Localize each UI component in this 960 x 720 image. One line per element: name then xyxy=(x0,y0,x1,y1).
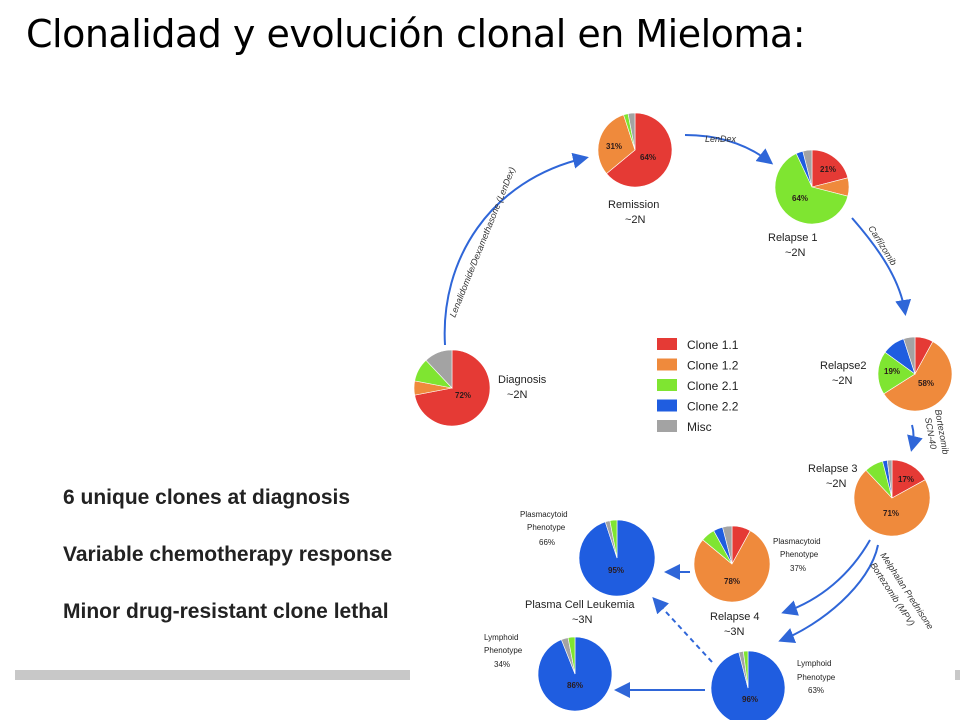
relapse1-pct-a: 21% xyxy=(820,165,836,174)
lymphoid-right-pct: 63% xyxy=(808,686,824,695)
legend-swatch-1 xyxy=(657,358,677,371)
plasmacytoid-right-pct: 37% xyxy=(790,564,806,573)
relapse1-ploidy: ~2N xyxy=(785,247,806,259)
lymphoid-right-pie-pct: 96% xyxy=(742,695,758,704)
bullet-resistant-clone: Minor drug-resistant clone lethal xyxy=(63,600,389,623)
slide-title: Clonalidad y evolución clonal en Mieloma… xyxy=(26,12,806,56)
bullet-chemo-response: Variable chemotherapy response xyxy=(63,543,393,566)
relapse1-pie-slice-0 xyxy=(811,149,849,188)
label-carfilzomib: Carfilzomib xyxy=(866,224,898,267)
bullet-unique-clones: 6 unique clones at diagnosis xyxy=(63,486,351,509)
relapse2-label: Relapse2 xyxy=(820,360,866,372)
plasmacytoid-right-l1: Plasmacytoid xyxy=(773,537,821,546)
arrow-lymphoid-pcl xyxy=(652,597,713,663)
footer-divider-right xyxy=(955,670,960,680)
arrow-relapse3-relapse4-b xyxy=(778,544,879,644)
relapse1-pct-b: 64% xyxy=(792,194,808,203)
plasmacytoid-left-l1: Plasmacytoid xyxy=(520,510,568,519)
label-lendex-arc: Lenalidomide/Dexamethasone (LenDex) xyxy=(448,166,518,319)
plasmacytoid-left-l2: Phenotype xyxy=(527,523,566,532)
plasmacytoid-right-l2: Phenotype xyxy=(780,550,819,559)
lymphoid-left-l2: Phenotype xyxy=(484,646,523,655)
legend-label-2: Clone 2.1 xyxy=(687,379,739,393)
relapse1-pie-slice-4 xyxy=(802,149,813,188)
lymphoid-right-pie-slice-0 xyxy=(710,650,786,720)
relapse2-ploidy: ~2N xyxy=(832,375,853,387)
relapse3-pct-b: 71% xyxy=(883,509,899,518)
plasmacytoid-left-pct: 66% xyxy=(539,538,555,547)
arrow-lendex-arc xyxy=(443,152,589,346)
relapse3-pie-slice-4 xyxy=(886,459,893,499)
relapse4-ploidy: ~3N xyxy=(724,626,745,638)
lymphoid-right-l2: Phenotype xyxy=(797,673,836,682)
remission-pct-a: 31% xyxy=(606,142,622,151)
relapse3-label: Relapse 3 xyxy=(808,463,858,475)
lymphoid-left-pct: 34% xyxy=(494,660,510,669)
diagnosis-pie-slice-3 xyxy=(425,349,453,389)
arrow-relapse3-relapse4 xyxy=(781,539,871,616)
diagnosis-pct: 72% xyxy=(455,391,471,400)
legend-swatch-2 xyxy=(657,379,677,391)
legend-swatch-0 xyxy=(657,338,677,350)
lymphoid-right-pie-slice-2 xyxy=(743,650,749,689)
pcl-label: Plasma Cell Leukemia xyxy=(525,599,635,611)
remission-pie-slice-3 xyxy=(627,112,636,151)
diagnosis-label: Diagnosis xyxy=(498,374,547,386)
relapse3-pct-a: 17% xyxy=(898,475,914,484)
legend-label-0: Clone 1.1 xyxy=(687,338,739,352)
plasmacytoid-left-pie-slice-2 xyxy=(609,519,618,559)
relapse4-pie-slice-4 xyxy=(722,525,733,565)
lymphoid-left-l1: Lymphoid xyxy=(484,633,518,642)
legend-swatch-4 xyxy=(657,420,677,432)
relapse1-pie-slice-2 xyxy=(774,153,849,225)
relapse2-pct-a: 19% xyxy=(884,367,900,376)
legend-label-3: Clone 2.2 xyxy=(687,400,739,414)
pcl-ploidy: ~3N xyxy=(572,614,593,626)
legend-label-1: Clone 1.2 xyxy=(687,359,739,373)
arrow-remission-relapse1 xyxy=(684,134,774,165)
remission-pct-b: 64% xyxy=(640,153,656,162)
remission-ploidy: ~2N xyxy=(625,214,646,226)
remission-pie-slice-0 xyxy=(606,112,673,188)
arrow-relapse2-relapse3 xyxy=(907,424,923,452)
lymphoid-left-pie-slice-2 xyxy=(567,636,576,675)
relapse3-pie-slice-1 xyxy=(853,469,931,537)
relapse3-ploidy: ~2N xyxy=(826,478,847,490)
label-lendex-top: LenDex xyxy=(705,134,737,144)
remission-pie-slice-1 xyxy=(597,114,636,175)
lymphoid-left-pie-pct: 86% xyxy=(567,681,583,690)
arrow-relapse1-relapse2 xyxy=(851,217,912,316)
relapse1-label: Relapse 1 xyxy=(768,232,818,244)
relapse2-pct-b: 58% xyxy=(918,379,934,388)
relapse2-pie-slice-4 xyxy=(903,336,916,375)
relapse2-pie-slice-1 xyxy=(883,341,953,412)
plasmacytoid-left-pie-pct: 95% xyxy=(608,566,624,575)
relapse2-pie-slice-2 xyxy=(877,351,916,395)
legend-swatch-3 xyxy=(657,399,677,412)
diagnosis-ploidy: ~2N xyxy=(507,389,528,401)
footer-divider xyxy=(15,670,410,680)
relapse4-pct: 78% xyxy=(724,577,740,586)
relapse4-label: Relapse 4 xyxy=(710,611,760,623)
remission-label: Remission xyxy=(608,199,659,211)
legend-label-4: Misc xyxy=(687,420,712,434)
lymphoid-right-l1: Lymphoid xyxy=(797,659,831,668)
